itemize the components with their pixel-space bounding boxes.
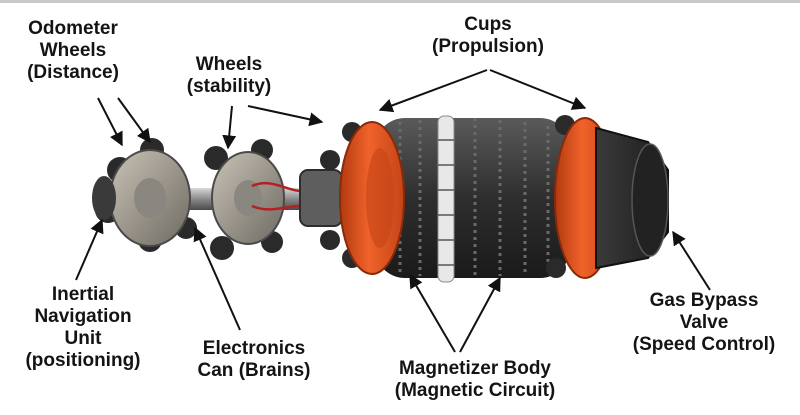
front-cup: [339, 121, 405, 275]
callout-arrows: [75, 69, 711, 353]
label-wheels-stability-line1: Wheels: [195, 54, 263, 75]
front-wheel-top: [320, 150, 340, 170]
front-wheel-bottom: [320, 230, 340, 250]
label-magnetizer-body-line2: (Magnetic Circuit): [394, 380, 556, 401]
label-electronics-can-line1: Electronics: [202, 338, 306, 359]
label-magnetizer-body-line1: Magnetizer Body: [398, 358, 552, 379]
label-cups: Cups (Propulsion): [408, 14, 568, 58]
gas-bypass-valve: [595, 126, 669, 270]
label-magnetizer-body: Magnetizer Body (Magnetic Circuit): [370, 358, 580, 402]
label-gas-bypass-valve-line2: Valve: [679, 312, 729, 333]
label-electronics-can-line2: Can (Brains): [197, 360, 311, 381]
label-inertial-navigation-line4: (positioning): [25, 350, 141, 371]
label-inertial-navigation: Inertial Navigation Unit (positioning): [12, 284, 154, 372]
label-wheels-stability-line2: (stability): [186, 76, 272, 97]
label-gas-bypass-valve: Gas Bypass Valve (Speed Control): [614, 290, 794, 356]
label-odometer-wheels: Odometer Wheels (Distance): [14, 18, 132, 84]
label-odometer-wheels-line2: Wheels: [39, 40, 107, 61]
label-electronics-can: Electronics Can (Brains): [184, 338, 324, 382]
electronics-can: [299, 169, 343, 227]
label-inertial-navigation-line3: Unit: [64, 328, 102, 349]
label-cups-line1: Cups: [464, 14, 512, 35]
label-odometer-wheels-line3: (Distance): [27, 62, 119, 83]
top-frame-line: [0, 0, 800, 3]
label-gas-bypass-valve-line1: Gas Bypass: [649, 290, 759, 311]
label-odometer-wheels-line1: Odometer: [28, 18, 118, 39]
label-wheels-stability: Wheels (stability): [174, 54, 284, 98]
label-inertial-navigation-line1: Inertial: [51, 284, 115, 305]
label-cups-line2: (Propulsion): [432, 36, 544, 57]
magnetizer-body: [375, 115, 570, 283]
label-gas-bypass-valve-line3: (Speed Control): [632, 334, 776, 355]
odometer-wheel-assembly: [92, 138, 197, 252]
label-inertial-navigation-line2: Navigation: [34, 306, 132, 327]
